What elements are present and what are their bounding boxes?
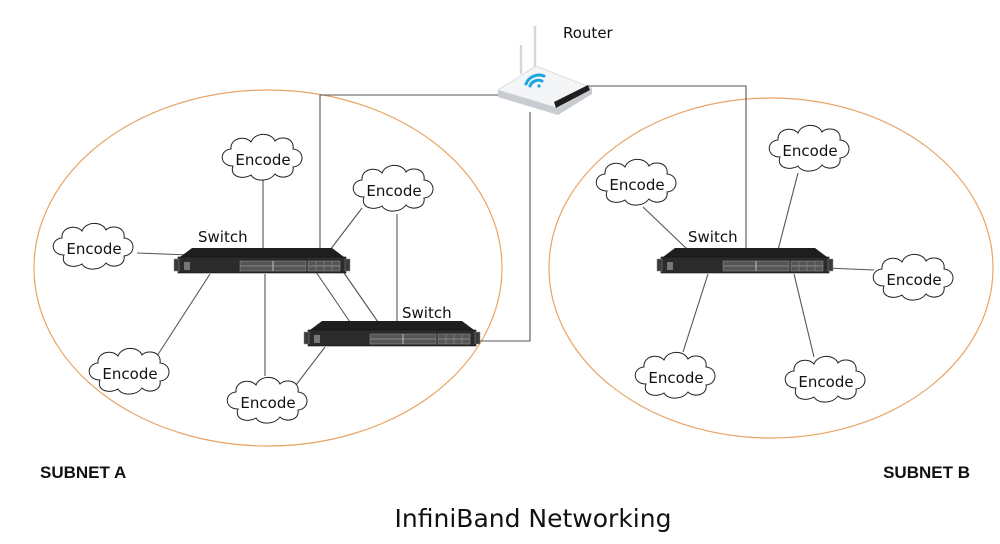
link-encode-b-right [825,267,875,271]
switch-b1-label: Switch [688,228,738,246]
subnet-a-boundary [33,89,503,447]
svg-text:Encode: Encode [366,182,421,200]
link-encode-a-bottom-2 [295,346,326,386]
switch-a1-label: Switch [198,228,248,246]
svg-text:Encode: Encode [886,271,941,289]
encode-node[interactable]: Encode [226,376,308,424]
link-encode-a-bottom-left [156,273,211,357]
router-label: Router [563,24,614,42]
svg-text:Encode: Encode [102,365,157,383]
svg-text:Encode: Encode [609,176,664,194]
subnet-b-boundary [548,97,994,439]
switch-a2-label: Switch [402,304,452,322]
encode-node[interactable]: Encode [221,133,303,181]
svg-text:Encode: Encode [235,151,290,169]
encode-node[interactable]: Encode [872,253,954,301]
svg-text:Encode: Encode [66,240,121,258]
link-router-switch-b1 [586,85,747,250]
link-encode-b-bottom-right [793,273,815,358]
router-body-side [498,88,592,115]
link-router-switch-a1 [319,94,498,250]
svg-text:Encode: Encode [648,369,703,387]
router[interactable] [497,26,593,115]
link-switch-a1-switch-a2 [315,271,351,323]
subnet-b-label: SUBNET B [883,463,970,482]
link-encode-b-left [642,206,689,251]
link-router-switch-a2 [472,112,531,342]
wifi-icon [524,73,546,88]
link-switch-a1-switch-a2-2 [341,269,379,323]
diagram-title: InfiniBand Networking [395,504,672,533]
encode-node[interactable]: Encode [768,124,850,172]
encode-node[interactable]: Encode [784,355,866,403]
svg-text:Encode: Encode [240,394,295,412]
link-encode-a-left [136,252,191,256]
link-encode-a-right-top [329,207,363,251]
link-encode-b-top [777,172,799,251]
encode-node[interactable]: Encode [352,164,434,212]
router-port-strip [554,85,590,108]
svg-text:Encode: Encode [782,142,837,160]
switch-a1[interactable] [173,247,351,274]
link-encode-b-bottom-left [682,273,709,353]
encode-node[interactable]: Encode [52,222,134,270]
encode-node[interactable]: Encode [634,351,716,399]
subnet-a-label: SUBNET A [40,463,126,482]
svg-text:Encode: Encode [798,373,853,391]
encode-node[interactable]: Encode [88,347,170,395]
encode-node[interactable]: Encode [595,158,677,206]
switch-a2[interactable] [303,320,481,347]
switch-b1[interactable] [656,247,834,274]
